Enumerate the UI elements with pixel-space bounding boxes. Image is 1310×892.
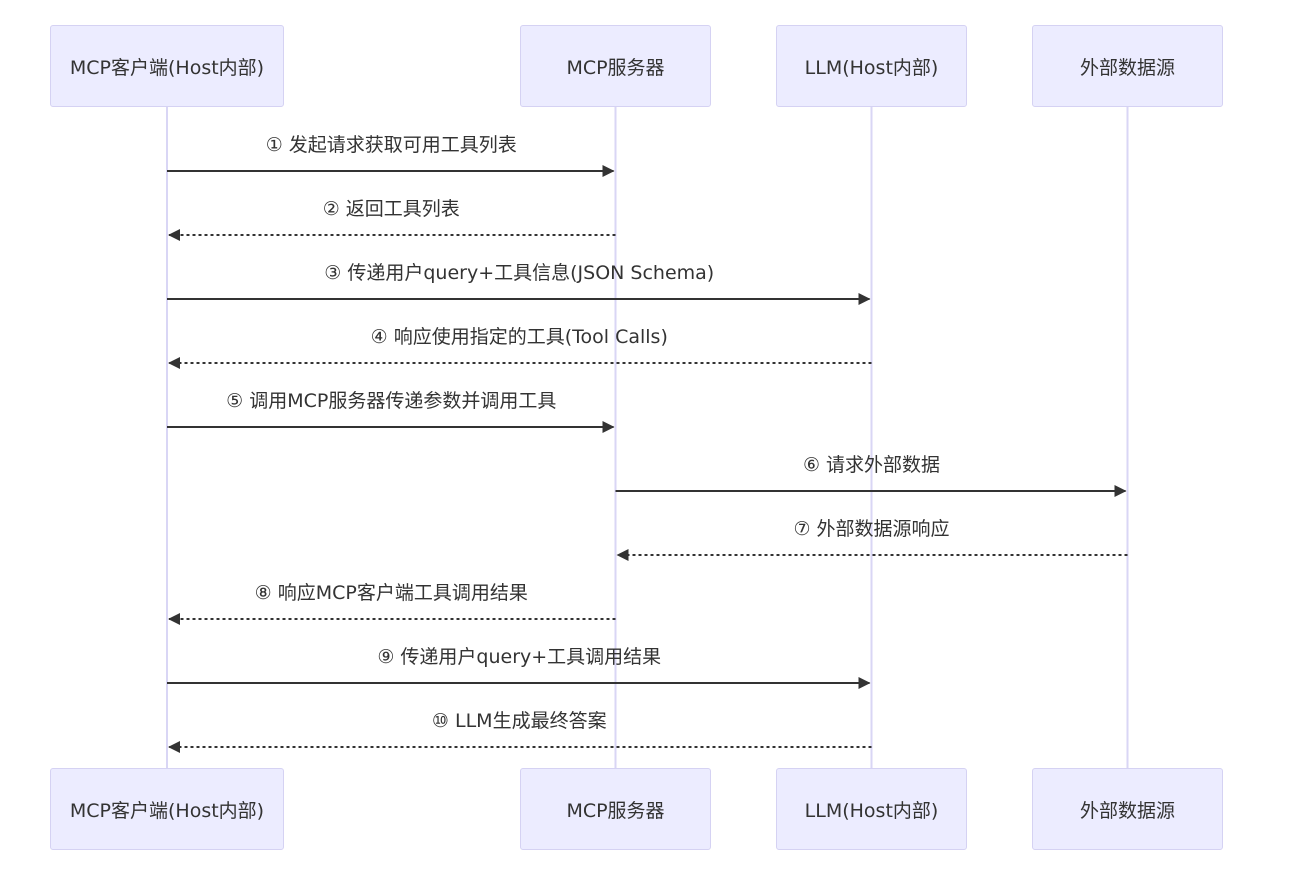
message-label-10: ⑩ LLM生成最终答案 <box>431 710 607 732</box>
message-label-3: ③ 传递用户query+工具信息(JSON Schema) <box>324 262 715 284</box>
actor-client-top: MCP客户端(Host内部) <box>50 25 284 107</box>
actor-llm-top: LLM(Host内部) <box>776 25 967 107</box>
actor-ext-bottom: 外部数据源 <box>1032 768 1223 850</box>
message-label-5: ⑤ 调用MCP服务器传递参数并调用工具 <box>226 390 557 412</box>
actor-ext-top: 外部数据源 <box>1032 25 1223 107</box>
actor-client-bottom: MCP客户端(Host内部) <box>50 768 284 850</box>
message-label-6: ⑥ 请求外部数据 <box>802 454 941 476</box>
message-label-7: ⑦ 外部数据源响应 <box>793 518 950 540</box>
message-label-4: ④ 响应使用指定的工具(Tool Calls) <box>370 326 668 348</box>
message-label-1: ① 发起请求获取可用工具列表 <box>265 134 517 156</box>
message-label-9: ⑨ 传递用户query+工具调用结果 <box>377 646 662 668</box>
message-label-8: ⑧ 响应MCP客户端工具调用结果 <box>254 582 528 604</box>
actor-server-bottom: MCP服务器 <box>520 768 711 850</box>
message-label-2: ② 返回工具列表 <box>322 198 460 220</box>
actor-llm-bottom: LLM(Host内部) <box>776 768 967 850</box>
actor-server-top: MCP服务器 <box>520 25 711 107</box>
